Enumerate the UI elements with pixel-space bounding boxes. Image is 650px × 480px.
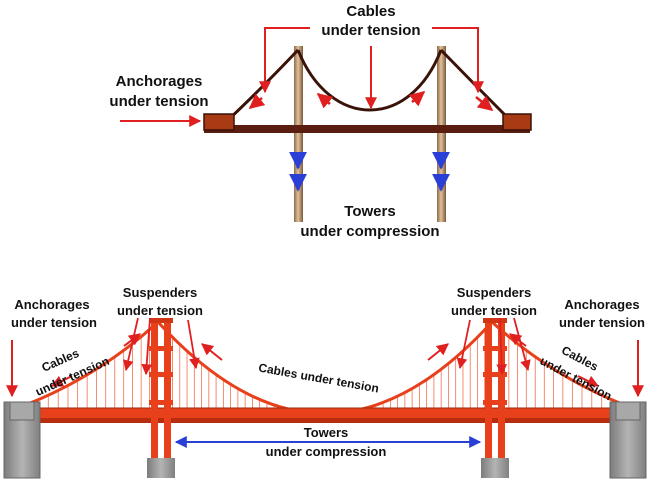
bottom-deck-truss: [30, 418, 622, 423]
top-towers-label-line2: under compression: [300, 223, 439, 240]
top-cable-arrow-mid-left: [316, 93, 334, 109]
bottom-anchorage-left: [3, 401, 41, 479]
bottom-cable-arrow-center-left: [201, 343, 223, 361]
bottom-cable-arrow-left-inner: [123, 333, 141, 347]
bottom-towers-line1: Towers: [304, 425, 349, 440]
bottom-suspenders-pointer-left-2: [141, 317, 153, 376]
bottom-tower-right: [481, 318, 509, 478]
top-anchorage-left: [203, 113, 235, 131]
bottom-diagram: Anchorages under tension Suspenders unde…: [3, 285, 647, 479]
top-cable-arrow-right: [475, 95, 494, 111]
top-towers-label-line1: Towers: [344, 203, 395, 220]
bottom-towers-line2: under compression: [266, 444, 387, 459]
bottom-cable-arrow-right-outer: [577, 375, 600, 387]
bottom-anchorages-left-line1: Anchorages: [14, 297, 89, 312]
bottom-deck: [30, 408, 622, 418]
bottom-cable-right-span: [490, 320, 623, 406]
top-cables-pointer-right: [432, 27, 484, 94]
top-cable-right-span: [439, 48, 512, 122]
bottom-suspenders-right-line1: Suspenders: [457, 285, 531, 300]
bottom-anchorages-right-line2: under tension: [559, 315, 645, 330]
bottom-cable-left-span: [27, 320, 160, 406]
bottom-anchorage-right: [609, 401, 647, 479]
bottom-cables-center-label: Cables under tension: [257, 361, 380, 396]
top-anchorage-right: [502, 113, 532, 131]
bottom-suspenders-right-line2: under tension: [451, 303, 537, 318]
bottom-cable-arrow-right-inner: [509, 333, 527, 347]
top-cable-main-span: [296, 49, 443, 112]
top-cables-pointer-left: [259, 27, 310, 94]
top-tower-right: [437, 46, 446, 222]
bottom-cable-arrow-left-outer: [50, 375, 73, 387]
bottom-suspenders-pointer-right-1: [456, 319, 471, 370]
bottom-suspenders-pointer-left-3: [187, 319, 200, 370]
top-tower-left: [294, 46, 303, 222]
top-cables-label-line1: Cables: [346, 3, 395, 20]
top-anchorages-label-line2: under tension: [109, 93, 208, 110]
bottom-cable-arrow-center-right: [427, 343, 449, 361]
top-diagram: Cables under tension Anchorages under te…: [109, 3, 532, 240]
top-anchorages-label-line1: Anchorages: [116, 73, 203, 90]
bottom-suspenders-pointer-right-2: [496, 317, 508, 376]
top-cables-label-line2: under tension: [321, 22, 420, 39]
bottom-suspenders-left-line2: under tension: [117, 303, 203, 318]
bottom-suspenders-left-line1: Suspenders: [123, 285, 197, 300]
bottom-anchorages-left-line2: under tension: [11, 315, 97, 330]
bottom-cable-main-span: [156, 320, 494, 415]
top-cable-arrow-left: [248, 93, 266, 109]
top-cable-arrow-mid-right: [408, 91, 426, 107]
bottom-tower-left: [147, 318, 175, 478]
bottom-anchorages-right-line1: Anchorages: [564, 297, 639, 312]
top-cable-left-span: [226, 48, 300, 122]
top-deck: [204, 125, 530, 133]
